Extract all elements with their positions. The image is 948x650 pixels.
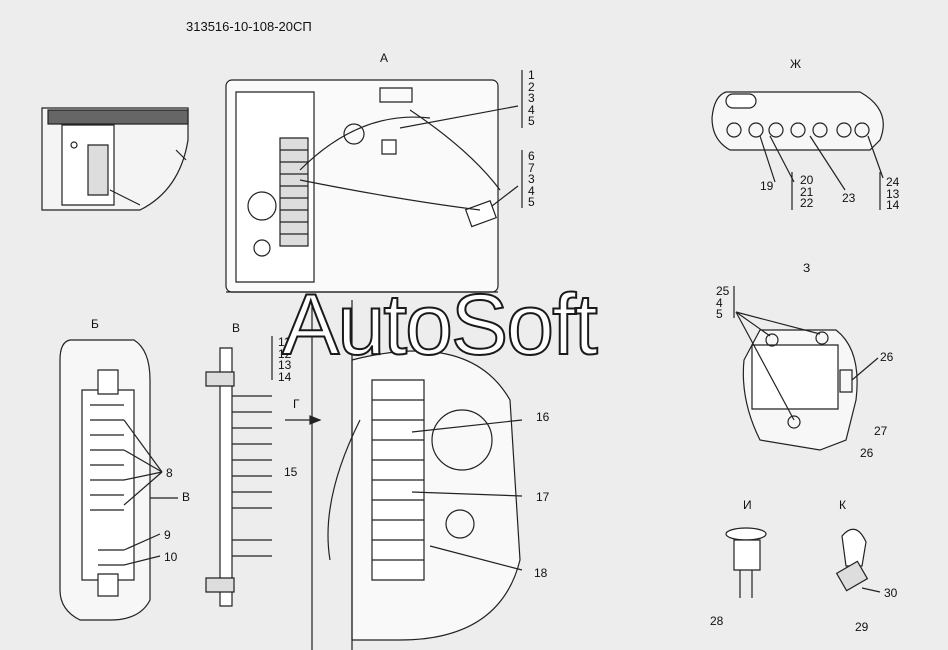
callout-29: 29 (855, 620, 869, 634)
view-label-k: К (839, 498, 846, 512)
callout-30: 30 (884, 586, 898, 600)
callout-26-top: 26 (880, 350, 894, 364)
detail-top-left (42, 108, 188, 210)
view-z-relay (734, 286, 878, 450)
watermark-text: AutoSoft (281, 277, 599, 373)
view-a-housing (226, 80, 518, 292)
view-i-lamp (726, 528, 766, 598)
view-label-i: И (743, 498, 752, 512)
view-label-z: З (803, 261, 811, 275)
callout-15: 15 (284, 465, 298, 479)
arrow-label-g: Г (293, 397, 300, 411)
callout-17: 17 (536, 490, 550, 504)
callout-9: 9 (164, 528, 171, 542)
view-v-side (206, 348, 320, 606)
view-label-b: Б (91, 317, 99, 331)
view-zh-terminal (712, 92, 883, 210)
callout-28: 28 (710, 614, 724, 628)
drawing-number: 313516-10-108-20СП (186, 19, 312, 34)
central-enlarged-view (312, 300, 522, 650)
view-label-zh: Ж (790, 57, 802, 71)
view-label-v: В (232, 321, 241, 335)
view-label-a: А (380, 51, 389, 65)
callout-10: 10 (164, 550, 178, 564)
callout-18: 18 (534, 566, 548, 580)
callout-19: 19 (760, 179, 774, 193)
callout-8: 8 (166, 466, 173, 480)
arrow-label-v: В (182, 490, 191, 504)
callout-23: 23 (842, 191, 856, 205)
callout-16: 16 (536, 410, 550, 424)
callout-27: 27 (874, 424, 888, 438)
view-b-connector (60, 340, 178, 620)
callout-26-bottom: 26 (860, 446, 874, 460)
view-k-bulb (837, 529, 880, 592)
